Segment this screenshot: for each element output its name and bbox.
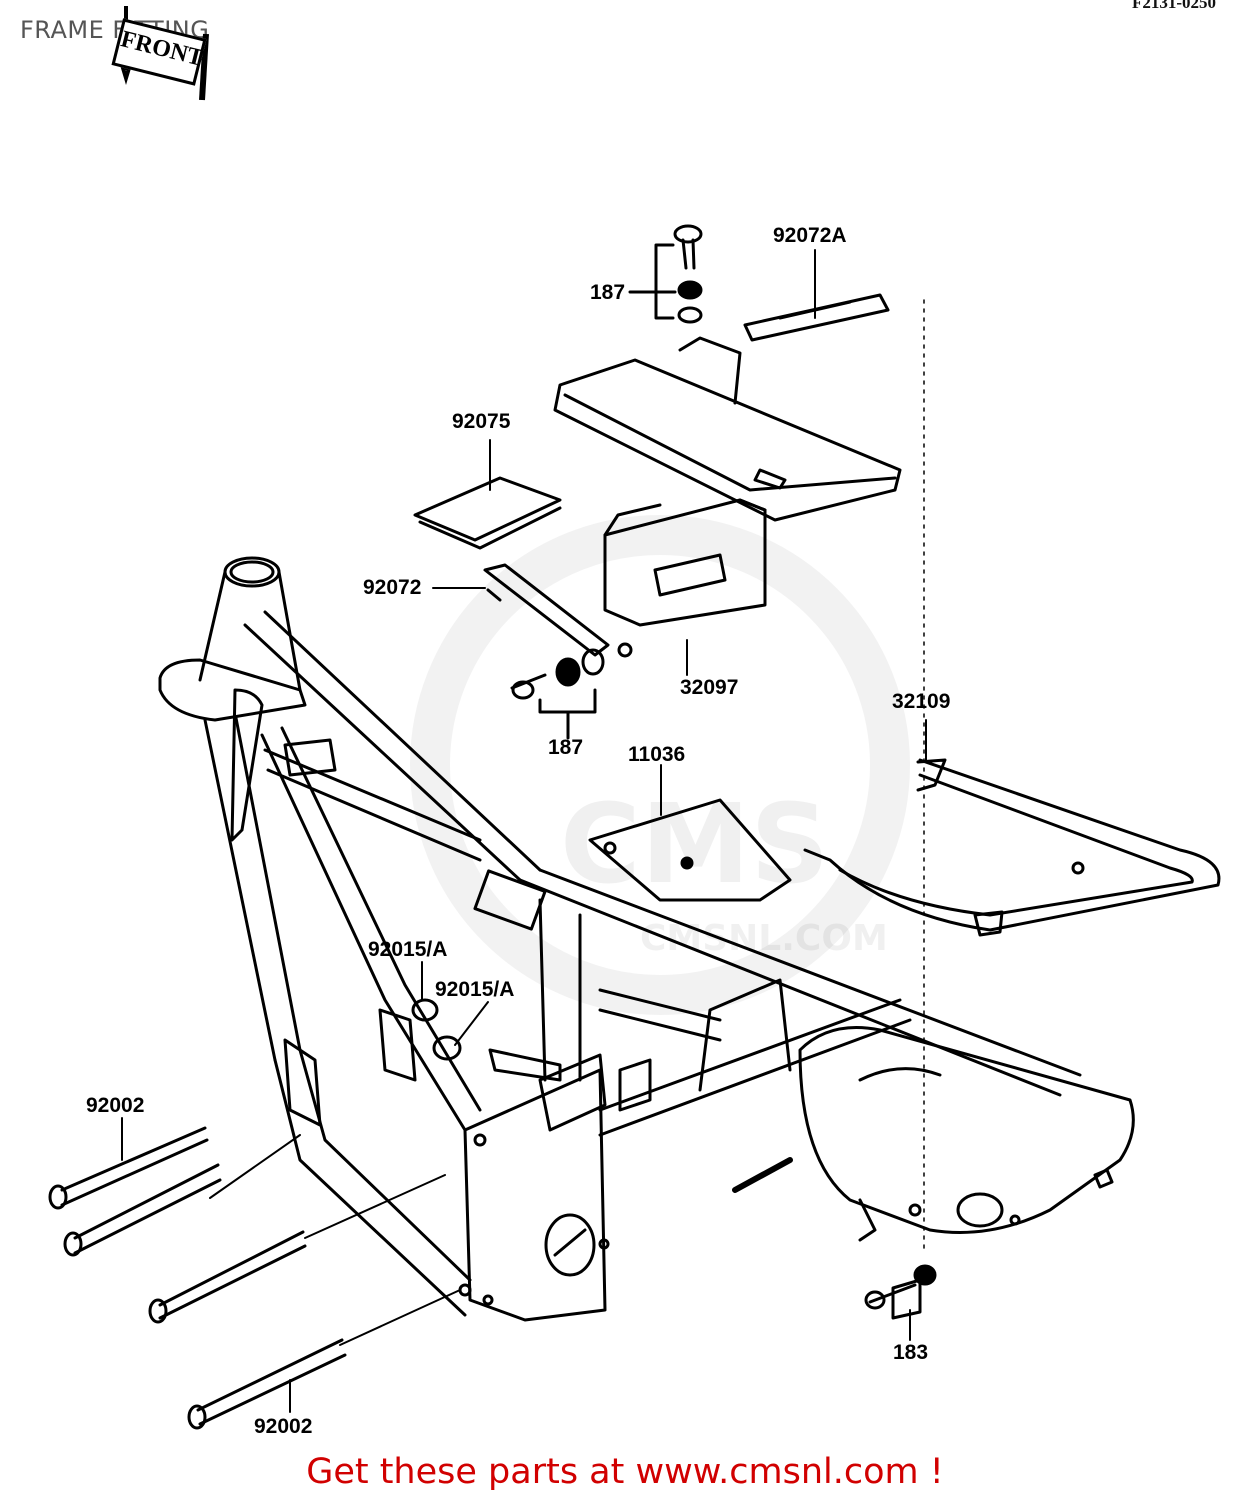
part-label-92002-top: 92002 bbox=[86, 1094, 145, 1117]
strap-92072 bbox=[483, 563, 610, 657]
part-label-92072A: 92072A bbox=[773, 224, 847, 247]
part-label-187-mid: 187 bbox=[548, 736, 584, 759]
leader-lines bbox=[121, 249, 927, 1413]
bolt-187-top bbox=[628, 224, 703, 324]
main-frame bbox=[158, 556, 1135, 1322]
part-label-32097: 32097 bbox=[680, 676, 739, 699]
part-label-92002-bottom: 92002 bbox=[254, 1415, 313, 1438]
promo-link-text[interactable]: Get these parts at www.cmsnl.com ! bbox=[306, 1452, 944, 1492]
plate-11036 bbox=[588, 798, 792, 902]
bolt-187-mid bbox=[510, 648, 605, 740]
strap-92072A bbox=[743, 293, 890, 342]
part-label-92015A-2: 92015/A bbox=[435, 978, 515, 1001]
guard-32109 bbox=[803, 758, 1221, 937]
diagram-reference-code: F2131-0250 bbox=[1131, 0, 1216, 12]
part-label-187-top: 187 bbox=[590, 281, 626, 304]
bolt-183 bbox=[732, 1157, 937, 1320]
part-label-92015A-1: 92015/A bbox=[368, 938, 448, 961]
battery-case-32097 bbox=[553, 336, 902, 658]
part-label-92075: 92075 bbox=[452, 410, 511, 433]
part-label-32109: 32109 bbox=[892, 690, 951, 713]
part-label-92072: 92072 bbox=[363, 576, 422, 599]
part-label-183: 183 bbox=[893, 1341, 929, 1364]
pad-92075 bbox=[413, 476, 562, 550]
bolts-92002 bbox=[48, 1126, 461, 1430]
part-label-11036: 11036 bbox=[628, 743, 686, 766]
grommets-92015A bbox=[411, 998, 462, 1061]
front-direction-badge: FRONT bbox=[111, 0, 212, 110]
